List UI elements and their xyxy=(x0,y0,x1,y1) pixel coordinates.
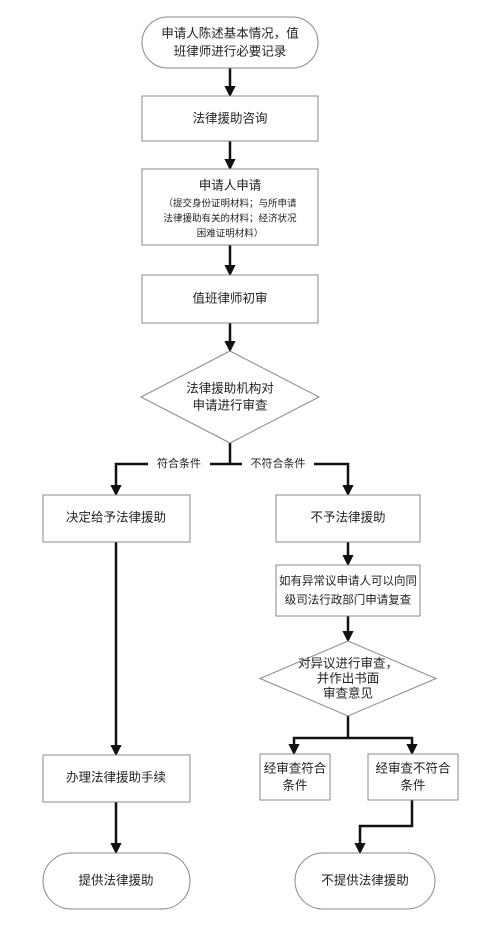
node-deny-shape xyxy=(275,494,421,543)
node-consult-label: 法律援助咨询 xyxy=(192,111,267,126)
node-objection-line-1: 如有异常议申请人可以向同 xyxy=(279,574,417,588)
node-apply-title: 申请人申请 xyxy=(199,178,262,193)
node-apply-line-1: （提交身份证明材料；与所申请 xyxy=(163,198,297,210)
node-start: 申请人陈述基本情况，值 班律师进行必要记录 xyxy=(141,16,319,69)
node-initial-review: 值班律师初审 xyxy=(141,274,319,324)
node-apply-line-3: 困难证明材料） xyxy=(197,228,264,240)
node-start-line-1: 申请人陈述基本情况，值 xyxy=(161,26,299,41)
node-pass-line-2: 条件 xyxy=(282,778,307,793)
node-no-provide: 不提供法律援助 xyxy=(294,852,436,910)
node-org-review: 法律援助机构对 申请进行审查 xyxy=(139,350,321,444)
node-start-line-2: 班律师进行必要记录 xyxy=(174,44,287,59)
node-recheck-line-1: 对异议进行审查， xyxy=(298,656,398,671)
node-org-review-line-1: 法律援助机构对 xyxy=(186,381,274,396)
node-pass-shape xyxy=(259,753,331,801)
node-grant-shape xyxy=(42,494,191,543)
edge-label-unqualified: 不符合条件 xyxy=(251,456,306,470)
node-fail-line-1: 经审查不符合 xyxy=(375,761,451,776)
node-apply-shape xyxy=(141,168,319,246)
edge-branch-pass xyxy=(288,736,348,756)
node-procedures: 办理法律援助手续 xyxy=(42,754,191,803)
node-apply-line-2: 法律援助有关的材料；经济状况 xyxy=(163,213,297,225)
node-deny: 不予法律援助 xyxy=(275,494,421,543)
node-initial-review-label: 值班律师初审 xyxy=(192,291,267,306)
node-consult: 法律援助咨询 xyxy=(141,95,319,142)
node-deny-label: 不予法律援助 xyxy=(310,510,385,525)
node-fail-line-2: 条件 xyxy=(400,778,425,793)
node-org-review-line-2: 申请进行审查 xyxy=(192,398,268,413)
node-pass-line-1: 经审查符合 xyxy=(264,761,327,776)
node-recheck-line-3: 审查意见 xyxy=(323,686,373,701)
edge-fail-noprovide xyxy=(354,800,414,855)
node-no-provide-label: 不提供法律援助 xyxy=(321,873,409,888)
node-grant-label: 决定给予法律援助 xyxy=(66,510,166,525)
node-fail: 经审查不符合 条件 xyxy=(367,753,459,801)
edge-labels: 符合条件 不符合条件 xyxy=(148,456,314,472)
node-objection: 如有异常议申请人可以向同 级司法行政部门申请复查 xyxy=(275,564,421,617)
node-consult-shape xyxy=(141,95,319,142)
node-fail-shape xyxy=(367,753,459,801)
node-recheck-shape xyxy=(258,640,438,717)
node-procedures-label: 办理法律援助手续 xyxy=(66,770,166,785)
node-provide: 提供法律援助 xyxy=(42,852,191,910)
edge-branch-fail xyxy=(348,736,418,756)
node-procedures-shape xyxy=(42,754,191,803)
node-apply: 申请人申请 （提交身份证明材料；与所申请 法律援助有关的材料；经济状况 困难证明… xyxy=(141,168,319,246)
node-provide-label: 提供法律援助 xyxy=(78,873,153,888)
node-objection-shape xyxy=(275,564,421,617)
node-no-provide-shape xyxy=(294,852,436,910)
node-recheck-line-2: 并作出书面 xyxy=(317,671,380,686)
node-objection-line-2: 级司法行政部门申请复查 xyxy=(285,593,412,607)
node-pass: 经审查符合 条件 xyxy=(259,753,331,801)
node-grant: 决定给予法律援助 xyxy=(42,494,191,543)
node-org-review-shape xyxy=(139,350,321,444)
node-initial-review-shape xyxy=(141,274,319,324)
node-recheck: 对异议进行审查， 并作出书面 审查意见 xyxy=(258,640,438,717)
edge-label-qualified: 符合条件 xyxy=(157,456,201,470)
node-start-shape xyxy=(141,16,319,69)
node-provide-shape xyxy=(42,852,191,910)
